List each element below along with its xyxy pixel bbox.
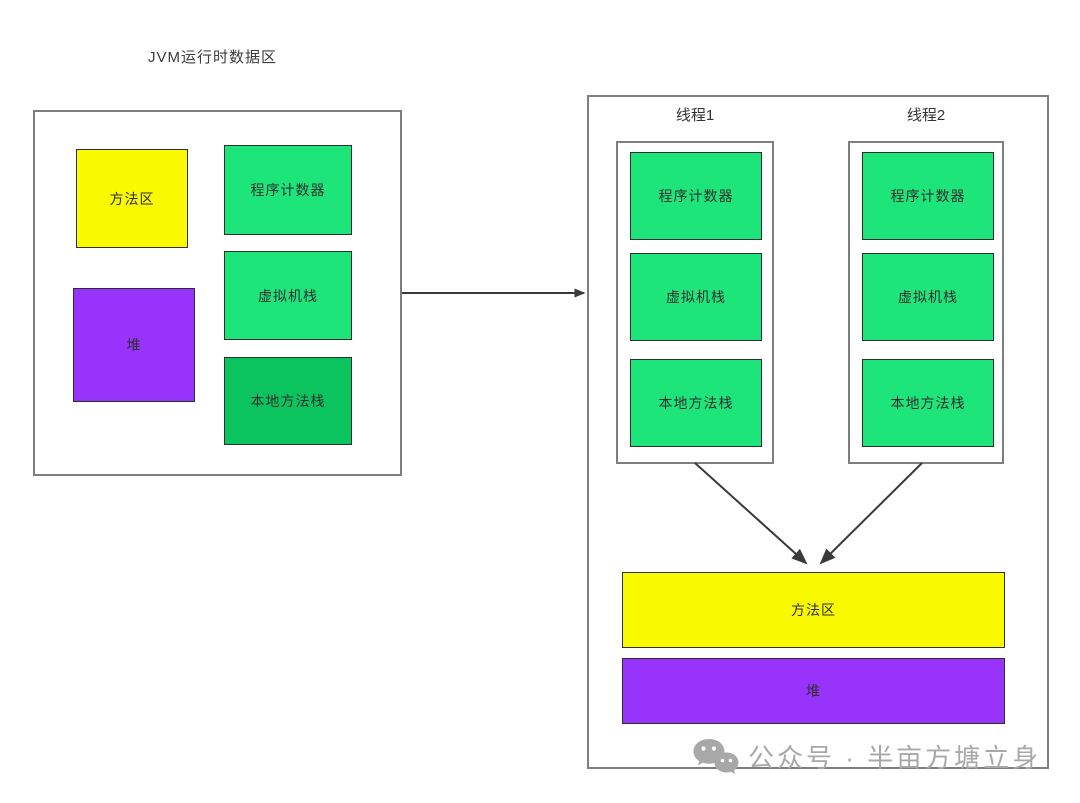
thread1-vm-stack-box: 虚拟机栈: [630, 253, 762, 341]
method-area-box: 方法区: [76, 149, 188, 248]
native-method-stack-box: 本地方法栈: [224, 357, 352, 445]
jvm-overview-panel: 方法区 堆 程序计数器 虚拟机栈 本地方法栈: [33, 110, 402, 476]
watermark-text: 公众号 · 半亩方塘立身: [748, 743, 1042, 773]
threads-panel: 线程1 程序计数器 虚拟机栈 本地方法栈 线程2 程序计数器 虚拟机栈 本地方法…: [587, 95, 1049, 769]
thread2-native-method-stack-box: 本地方法栈: [862, 359, 994, 447]
thread1-native-method-stack-box: 本地方法栈: [630, 359, 762, 447]
thread1-container: 程序计数器 虚拟机栈 本地方法栈: [616, 141, 774, 464]
program-counter-box: 程序计数器: [224, 145, 352, 235]
thread1-program-counter-box: 程序计数器: [630, 152, 762, 240]
shared-heap-box: 堆: [622, 658, 1005, 724]
thread2-program-counter-box: 程序计数器: [862, 152, 994, 240]
thread1-label: 线程1: [675, 107, 715, 124]
heap-box: 堆: [73, 288, 195, 402]
wechat-icon: [693, 739, 739, 774]
vm-stack-box: 虚拟机栈: [224, 251, 352, 340]
thread2-vm-stack-box: 虚拟机栈: [862, 253, 994, 341]
watermark: 公众号 · 半亩方塘立身: [692, 738, 1041, 775]
diagram-title: JVM运行时数据区: [148, 49, 278, 66]
thread2-label: 线程2: [906, 107, 946, 124]
thread2-container: 程序计数器 虚拟机栈 本地方法栈: [848, 141, 1004, 464]
shared-method-area-box: 方法区: [622, 572, 1005, 648]
